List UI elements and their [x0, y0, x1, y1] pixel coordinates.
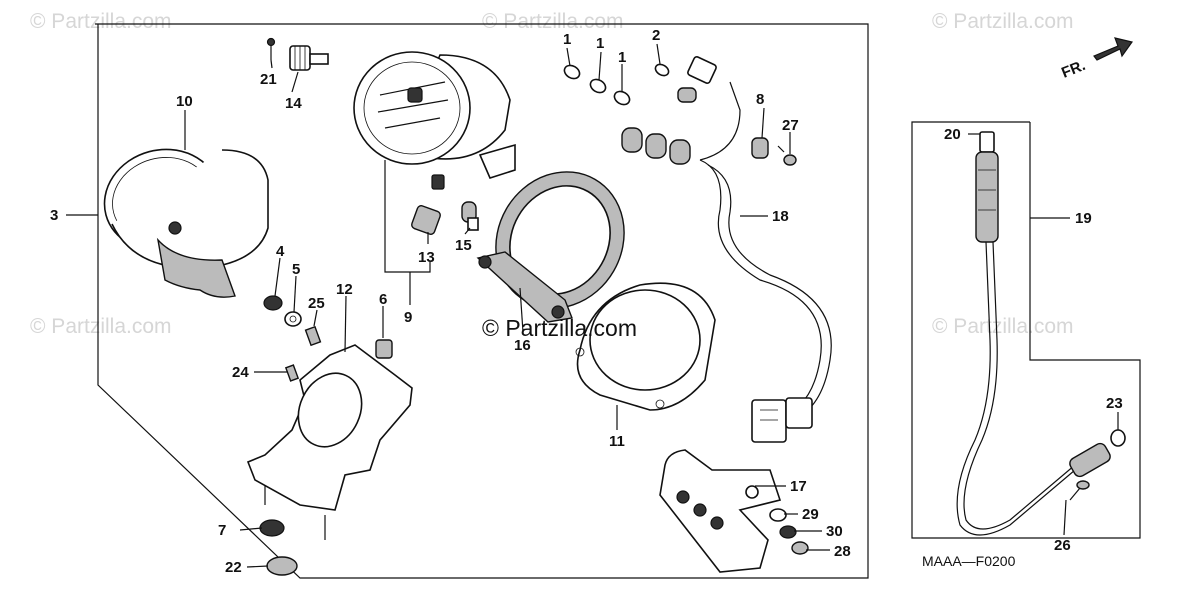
callout-17: 17 [790, 478, 807, 495]
callout-1b: 1 [596, 35, 604, 52]
harness-screw-part [777, 145, 797, 166]
drive-gear-part [266, 37, 329, 71]
callout-20: 20 [944, 126, 961, 143]
callout-28: 28 [834, 543, 851, 560]
switch-housing-part [659, 449, 782, 573]
front-direction-marker: FR. [1059, 37, 1134, 82]
callout-8: 8 [756, 91, 764, 108]
watermark-mid-right: © Partzilla.com [932, 315, 1074, 338]
callout-23: 23 [1106, 395, 1123, 412]
callout-26: 26 [1054, 537, 1071, 554]
callout-2: 2 [652, 27, 660, 44]
watermark-top-left: © Partzilla.com [30, 10, 172, 33]
callout-27: 27 [782, 117, 799, 134]
callout-24: 24 [232, 364, 249, 381]
front-direction-arrow-icon [1093, 37, 1134, 61]
watermark-top-right: © Partzilla.com [932, 10, 1074, 33]
callout-5: 5 [292, 261, 300, 278]
callout-29: 29 [802, 506, 819, 523]
callout-25: 25 [308, 295, 325, 312]
meter-stay-bracket-part [246, 344, 413, 540]
callout-21: 21 [260, 71, 277, 88]
callout-9: 9 [404, 309, 412, 326]
watermark-top-center: © Partzilla.com [482, 10, 624, 33]
callout-labels: 10 3 4 5 25 12 6 24 7 22 21 14 13 15 9 1… [50, 27, 1123, 576]
callout-14: 14 [285, 95, 302, 112]
callout-12: 12 [336, 281, 353, 298]
leader-lines [66, 43, 1119, 568]
meter-gasket-plate-part [575, 282, 716, 411]
cable-assembly-boundary [911, 121, 1032, 539]
wire-harness-part [621, 56, 832, 443]
indicator-bulb-socket-part [411, 201, 479, 235]
callout-19: 19 [1075, 210, 1092, 227]
callout-1a: 1 [563, 31, 571, 48]
callout-3: 3 [50, 207, 58, 224]
meter-case-part [103, 148, 269, 298]
speedometer-cable-part [956, 131, 1126, 536]
callout-7: 7 [218, 522, 226, 539]
speedometer-head-part [353, 51, 516, 190]
front-direction-label: FR. [1059, 57, 1088, 82]
bulb-sockets-part [563, 63, 670, 106]
cable-boundary-right [1029, 122, 1141, 539]
meter-ring-bracket-part [476, 171, 625, 323]
diagram-code: MAAA—F0200 [922, 553, 1016, 569]
callout-16: 16 [514, 337, 531, 354]
callout-1c: 1 [618, 49, 626, 66]
small-hardware-parts [259, 295, 393, 576]
main-assembly-boundary [95, 23, 869, 579]
callout-10: 10 [176, 93, 193, 110]
callout-11: 11 [609, 433, 625, 450]
callout-30: 30 [826, 523, 843, 540]
callout-22: 22 [225, 559, 242, 576]
callout-6: 6 [379, 291, 387, 308]
watermark-center: © Partzilla.com [482, 315, 637, 341]
callout-15: 15 [455, 237, 472, 254]
callout-4: 4 [276, 243, 285, 260]
washer-nut-parts [769, 508, 809, 555]
watermark-mid-left: © Partzilla.com [30, 315, 172, 338]
callout-18: 18 [772, 208, 789, 225]
callout-13: 13 [418, 249, 435, 266]
